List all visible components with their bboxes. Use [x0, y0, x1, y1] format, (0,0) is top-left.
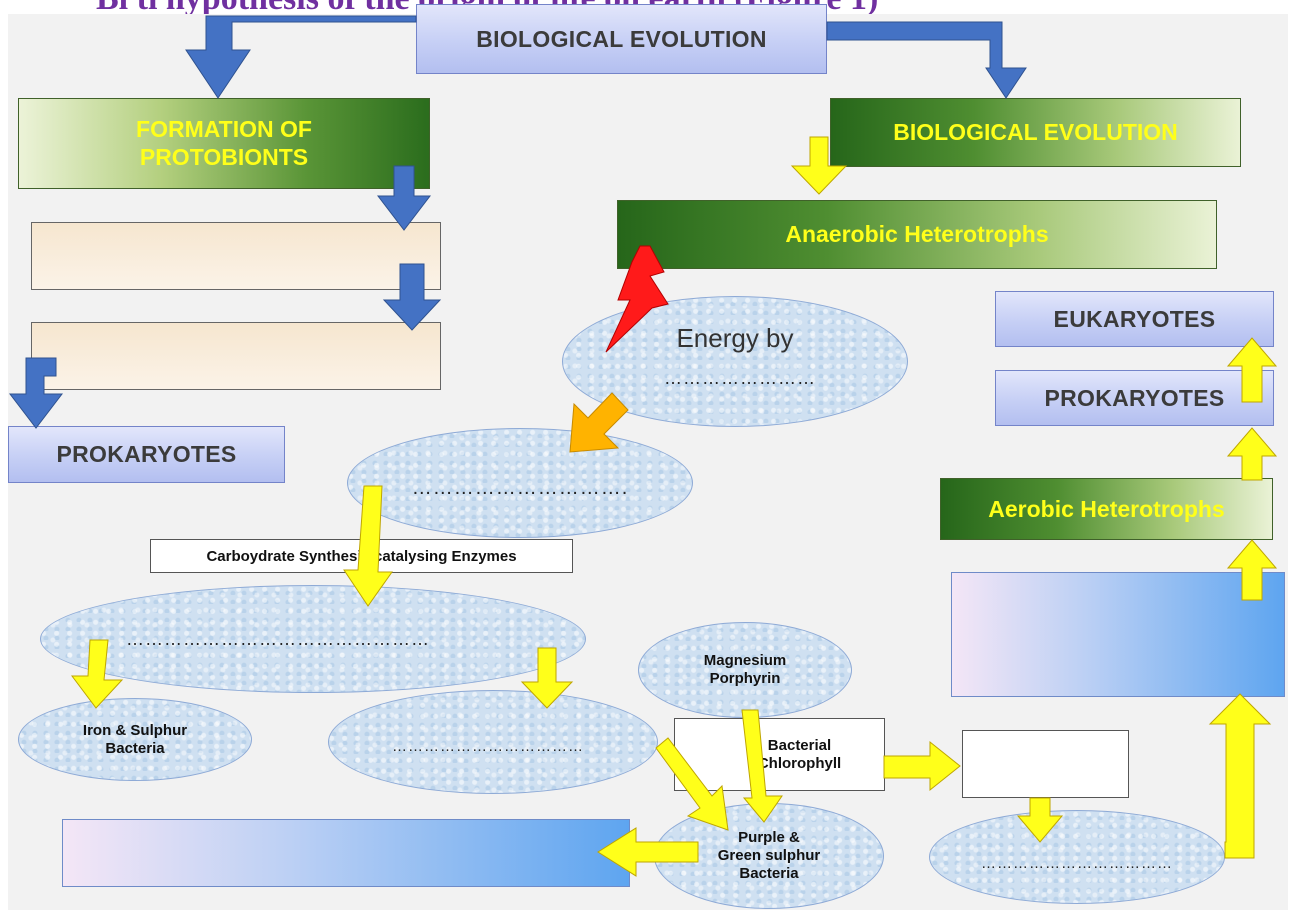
- blank-gradient-box-bottom: [62, 819, 630, 887]
- purple-green-label: Purple & Green sulphur Bacteria: [717, 829, 821, 882]
- top-box-label: BIOLOGICAL EVOLUTION: [476, 25, 767, 52]
- middle-oval: ………………………………: [328, 690, 658, 794]
- energy-dots: ……………………: [664, 367, 816, 388]
- formation-of-protobionts-box: FORMATION OF PROTOBIONTS: [18, 98, 430, 189]
- iron-sulphur-label: Iron & Sulphur Bacteria: [82, 721, 188, 757]
- energy-by-label: Energy by: [676, 322, 794, 353]
- oval-2-dots: ………………………….: [411, 476, 629, 499]
- blank-box-2: [31, 322, 441, 390]
- middle-oval-dots: ………………………………: [392, 737, 584, 755]
- blank-gradient-box-right: [951, 572, 1285, 697]
- prokaryotes-right-box: PROKARYOTES: [995, 370, 1274, 426]
- energy-by-oval: Energy by ……………………: [562, 296, 908, 427]
- bottom-right-oval: ………………………………: [929, 810, 1225, 904]
- anaerobic-heterotrophs-box: Anaerobic Heterotrophs: [617, 200, 1217, 269]
- aerobic-label: Aerobic Heterotrophs: [988, 495, 1225, 522]
- iron-sulphur-oval: Iron & Sulphur Bacteria: [18, 698, 252, 781]
- formation-label: FORMATION OF PROTOBIONTS: [136, 115, 312, 170]
- carbohydrate-text: Carboydrate Synthesis catalysing Enzymes: [206, 547, 517, 565]
- blank-white-box: [962, 730, 1129, 798]
- biological-evolution-top-box: BIOLOGICAL EVOLUTION: [416, 4, 827, 74]
- bacterial-chlorophyll-box: Bacterial Chlorophyll: [674, 718, 885, 791]
- prokaryotes-left-label: PROKARYOTES: [56, 441, 237, 467]
- magnesium-porphyrin-oval: Magnesium Porphyrin: [638, 622, 852, 718]
- biological-evolution-right-label: BIOLOGICAL EVOLUTION: [893, 119, 1178, 145]
- anaerobic-label: Anaerobic Heterotrophs: [785, 221, 1049, 247]
- eukaryotes-box: EUKARYOTES: [995, 291, 1274, 347]
- big-oval-dots: …………………………………………: [126, 628, 430, 649]
- oval-2: ………………………….: [347, 428, 693, 538]
- purple-green-sulphur-oval: Purple & Green sulphur Bacteria: [654, 803, 884, 909]
- bottom-right-dots: ………………………………: [981, 854, 1173, 872]
- carbohydrate-synthesis-label: Carboydrate Synthesis catalysing Enzymes: [150, 539, 573, 573]
- aerobic-heterotrophs-box: Aerobic Heterotrophs: [940, 478, 1273, 540]
- bacterial-chlorophyll-label: Bacterial Chlorophyll: [757, 736, 842, 772]
- biological-evolution-right-box: BIOLOGICAL EVOLUTION: [830, 98, 1241, 167]
- eukaryotes-label: EUKARYOTES: [1053, 305, 1216, 332]
- prokaryotes-left-box: PROKARYOTES: [8, 426, 285, 483]
- big-oval: …………………………………………: [40, 585, 586, 693]
- blank-box-1: [31, 222, 441, 290]
- magnesium-label: Magnesium Porphyrin: [703, 652, 787, 687]
- prokaryotes-right-label: PROKARYOTES: [1044, 384, 1225, 411]
